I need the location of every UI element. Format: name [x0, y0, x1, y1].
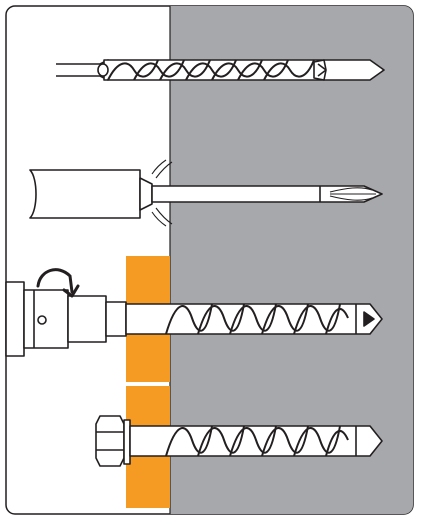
step-3-drive: [5, 268, 383, 357]
air-jet-lines: [329, 187, 376, 201]
step-1-drill: [56, 59, 385, 81]
blow-out-pump-icon: [29, 159, 383, 227]
drill-bit-tip: [313, 59, 327, 81]
pump-nozzle: [151, 185, 383, 203]
installed-anchor-thread: [165, 425, 349, 457]
debris-blow-lines: [151, 159, 173, 227]
socket-detent: [37, 315, 47, 325]
pump-neck: [139, 177, 153, 211]
step-2-clean: [29, 159, 383, 227]
anchor-thread: [165, 303, 349, 335]
anchor-tip-marker: [363, 311, 375, 327]
drill-bit-cutting-edge: [317, 63, 327, 71]
drill-bit-flutes: [107, 59, 315, 81]
anchor-shaft: [125, 303, 383, 335]
wrench-body: [5, 281, 25, 357]
pump-body: [29, 169, 141, 219]
concrete-base: [170, 6, 413, 514]
screw-anchor-icon: [125, 303, 383, 335]
hex-head: [95, 415, 125, 467]
impact-wrench-socket: [5, 281, 127, 357]
masonry-drill-bit-icon: [56, 59, 385, 81]
rotation-arrow-icon: [36, 268, 80, 298]
rotation-arrow-head: [62, 284, 80, 298]
hex-head-icon: [95, 415, 131, 467]
hex-washer: [123, 419, 131, 465]
installed-anchor-icon: [129, 425, 383, 457]
drill-bit-collar: [97, 63, 109, 77]
drill-bit-cutting-edge-2: [317, 69, 327, 77]
wrench-socket-collar: [67, 295, 107, 343]
step-4-set: [95, 415, 383, 467]
wrench-socket-neck: [105, 301, 127, 337]
fixture-plate: [126, 256, 170, 508]
